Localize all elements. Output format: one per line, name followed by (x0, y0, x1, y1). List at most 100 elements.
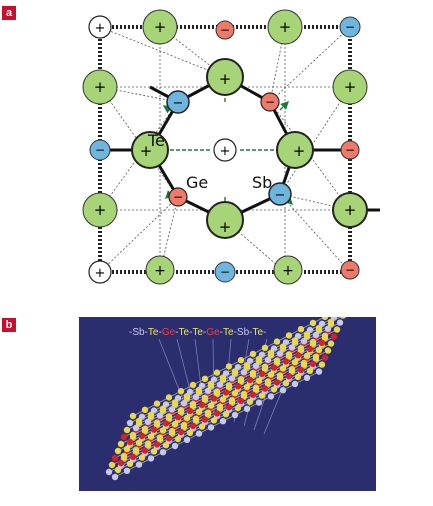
white-atoms: + + + (88, 15, 237, 284)
sequence-token: -Sb- (129, 327, 148, 338)
lattice-atom (132, 446, 140, 453)
lattice-atom (216, 403, 224, 410)
svg-text:+: + (140, 142, 153, 160)
lattice-atom (309, 360, 317, 367)
sequence-token: - (175, 327, 179, 338)
lattice-atom (138, 432, 146, 439)
svg-text:−: − (275, 188, 286, 203)
lattice-atom (159, 405, 167, 412)
lattice-atom (174, 435, 182, 443)
lattice-atom (312, 353, 320, 360)
lattice-atom (153, 419, 161, 426)
green-atom: + (82, 69, 118, 105)
lattice-atom (246, 376, 254, 384)
lattice-atom (135, 461, 143, 468)
green-atom: + (332, 192, 368, 228)
lattice-atom (198, 423, 206, 430)
svg-text:−: − (345, 143, 355, 157)
lattice-atom (249, 391, 257, 398)
stacking-sequence-label: -Sb-Te-Ge-Te-Te-Ge-Te-Sb-Te- (129, 327, 266, 338)
lattice-atom (177, 428, 185, 436)
lattice-atom (222, 389, 230, 396)
lattice-atom (120, 452, 128, 460)
lattice-atom (297, 326, 305, 333)
lattice-atom (123, 467, 131, 474)
lattice-atom (255, 399, 263, 406)
svg-text:−: − (95, 143, 105, 157)
lattice-atom (204, 409, 212, 416)
lattice-atom (219, 396, 227, 403)
lattice-atom (168, 428, 176, 435)
lattice-atom (228, 397, 236, 404)
lattice-atom (189, 400, 197, 408)
lattice-atom (303, 352, 311, 360)
lattice-atom (282, 358, 290, 365)
lattice-atom (243, 362, 251, 369)
svg-text:+: + (219, 70, 232, 88)
white-atom: + (88, 15, 112, 39)
lattice-atom (261, 344, 269, 351)
te-label: Te (147, 131, 165, 150)
lattice-atom (198, 401, 206, 408)
lattice-atom (315, 346, 323, 353)
lattice-atom (294, 373, 302, 381)
lattice-atom (282, 380, 290, 387)
lattice-atom (177, 388, 185, 395)
lattice-atom (120, 433, 128, 441)
red-atom: − (340, 140, 360, 160)
lattice-atom (213, 388, 221, 395)
svg-text:−: − (220, 23, 230, 37)
lattice-atom (234, 404, 242, 412)
sequence-token: - (158, 327, 162, 338)
lattice-atom (225, 382, 233, 389)
lattice-atom (186, 429, 194, 436)
lattice-atom (243, 383, 251, 391)
sequence-token: Ge (161, 327, 176, 338)
svg-text:−: − (345, 263, 355, 277)
lattice-atom (144, 418, 152, 425)
lattice-atom (111, 473, 119, 481)
lattice-atom (108, 461, 116, 469)
lattice-atom (300, 359, 308, 367)
lattice-atom (273, 379, 281, 386)
lattice-atom (183, 436, 191, 443)
lattice-atom (309, 338, 317, 346)
svg-text:+: + (293, 142, 306, 160)
lattice-atom (207, 424, 215, 431)
lattice-atom (291, 380, 299, 388)
lattice-atom (303, 374, 311, 381)
lattice-atom (117, 459, 125, 467)
panel-b-label: b (2, 318, 16, 332)
lattice-atom (285, 351, 293, 358)
lattice-atom (324, 347, 332, 354)
lattice-atom (231, 368, 239, 375)
lattice-atom (150, 426, 158, 433)
lattice-atom (234, 383, 242, 390)
red-atom: − (340, 260, 360, 280)
lattice-atom (156, 434, 164, 441)
sequence-token: Te (147, 327, 159, 338)
svg-text:+: + (219, 218, 232, 236)
lattice-atom (267, 393, 275, 400)
lattice-atom (129, 431, 137, 439)
svg-text:+: + (282, 263, 294, 279)
lattice-atom (285, 373, 293, 380)
lattice-atom (318, 339, 326, 346)
svg-text:+: + (95, 266, 106, 281)
lattice-atom (180, 421, 188, 429)
lattice-atom (237, 357, 245, 364)
sequence-token: - (263, 327, 267, 338)
lattice-atom (159, 427, 167, 434)
lattice-atom (249, 369, 257, 377)
lattice-atom (327, 318, 335, 325)
lattice-atom (279, 365, 287, 372)
white-atom: + (88, 260, 112, 284)
lattice-atom (237, 376, 245, 383)
lattice-atom (258, 392, 266, 399)
lattice-atom (165, 435, 173, 442)
lattice-atom (255, 377, 263, 384)
lattice-atom (291, 337, 299, 344)
lattice-atom (138, 454, 146, 461)
lattice-atom (261, 363, 269, 370)
lattice-atom (129, 412, 137, 420)
